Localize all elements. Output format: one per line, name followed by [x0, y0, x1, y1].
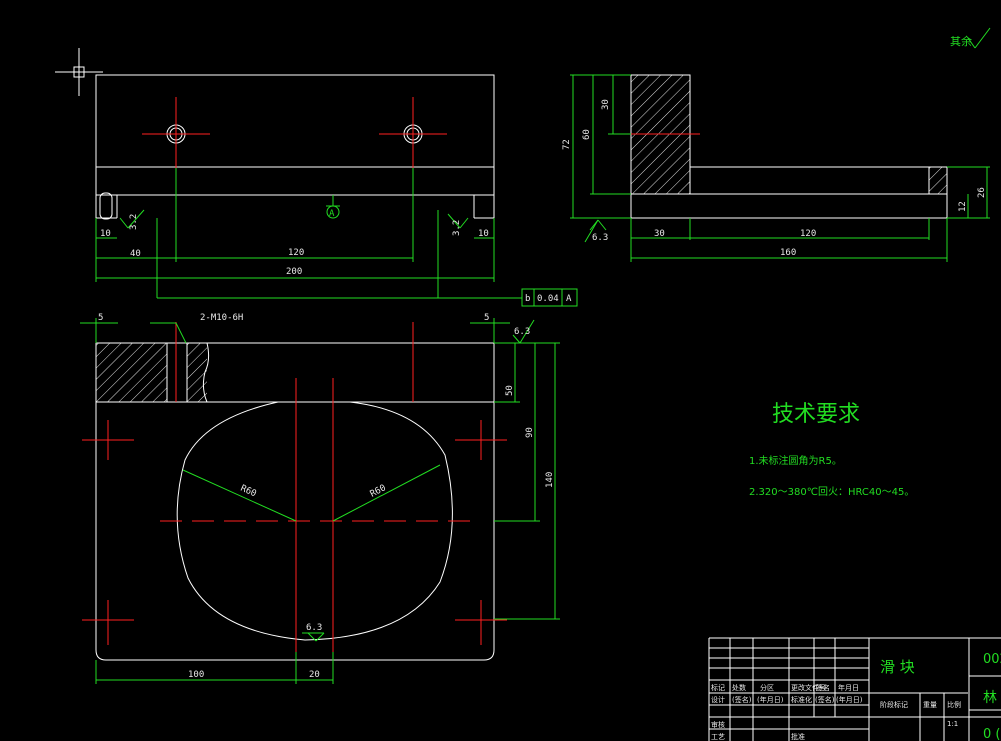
scale-value: 1:1	[947, 720, 958, 728]
check-label: 审核	[711, 720, 725, 729]
row2-col-1: 设计	[711, 695, 725, 704]
title-block: 滑 块 002 林 0 ( 标记 处数 分区 更改文件号 签名 年月日 设计 (…	[708, 637, 1001, 741]
header-col-2: 处数	[732, 683, 746, 692]
row2-col-4: 标准化	[791, 695, 812, 704]
header-col-3: 分区	[760, 683, 774, 692]
craft-label: 工艺	[711, 733, 725, 741]
datum-a-label: A	[329, 209, 335, 219]
part-name: 滑 块	[880, 658, 915, 676]
dim-10-left: 10	[100, 229, 111, 239]
stage-label: 阶段标记	[880, 700, 908, 709]
dim-30-horizontal: 30	[654, 229, 665, 239]
roughness-6-3-front-top: 6.3	[514, 327, 530, 337]
row2-col-3: (年月日)	[757, 695, 784, 704]
dim-30-vertical: 30	[601, 99, 611, 110]
crosshair-cursor-icon	[55, 48, 103, 96]
tolerance-datum: A	[566, 294, 572, 304]
front-view: 5 5 2-M10-6H 6.3 50 90 140 R60 R60 6.3 1…	[80, 313, 560, 684]
dim-10-right: 10	[478, 229, 489, 239]
roughness-6-3-front-bottom: 6.3	[306, 623, 322, 633]
row2-col-5: (签名)	[815, 695, 835, 704]
dim-160-horizontal: 160	[780, 248, 796, 258]
header-col-4: 更改文件号	[791, 683, 826, 692]
header-col-5: 签名	[816, 683, 830, 692]
dim-100: 100	[188, 670, 204, 680]
roughness-3-2-right: 3.2	[452, 220, 462, 236]
dim-26-vertical: 26	[977, 187, 987, 198]
tech-requirement-1: 1.未标注圆角为R5。	[749, 456, 842, 467]
roughness-3-2-left: 3.2	[129, 214, 139, 230]
dim-60-vertical: 60	[582, 129, 592, 140]
row2-col-2: (签名)	[732, 695, 752, 704]
roughness-check-icon	[967, 27, 991, 49]
header-col-1: 标记	[711, 683, 725, 692]
dim-50: 50	[505, 385, 515, 396]
top-view: 10 10 40 120 200 3.2 3.2 A b 0.04 A	[95, 74, 578, 307]
tech-requirement-2: 2.320～380℃回火：HRC40～45。	[749, 487, 915, 498]
dim-5-right: 5	[484, 313, 489, 323]
thread-callout-2-m10: 2-M10-6H	[200, 313, 243, 323]
weight-label: 重量	[923, 701, 937, 709]
dim-120-top: 120	[288, 248, 304, 258]
header-col-6: 年月日	[838, 683, 859, 692]
dim-120-horizontal: 120	[800, 229, 816, 239]
dim-12-vertical: 12	[958, 201, 968, 212]
tolerance-symbol: b	[525, 294, 530, 304]
tolerance-value: 0.04	[537, 294, 559, 304]
dim-72-vertical: 72	[562, 139, 572, 150]
dim-40: 40	[130, 249, 141, 259]
material: 林	[983, 690, 997, 706]
ratio-label: 比例	[947, 700, 961, 709]
dim-200: 200	[286, 267, 302, 277]
quantity: 0 (	[983, 727, 1000, 741]
technical-requirements-title: 技术要求	[772, 402, 861, 427]
approve-label: 批准	[791, 732, 805, 741]
side-view: 30 60 72 26 12 30 120 160 6.3	[562, 74, 990, 262]
roughness-6-3-side: 6.3	[592, 233, 608, 243]
dim-5-left: 5	[98, 313, 103, 323]
roughness-note: 其余	[950, 35, 972, 48]
row2-col-6: (年月日)	[836, 695, 863, 704]
dim-90: 90	[525, 427, 535, 438]
dim-20: 20	[309, 670, 320, 680]
drawing-number: 002	[983, 652, 1001, 667]
dim-140: 140	[545, 472, 555, 488]
